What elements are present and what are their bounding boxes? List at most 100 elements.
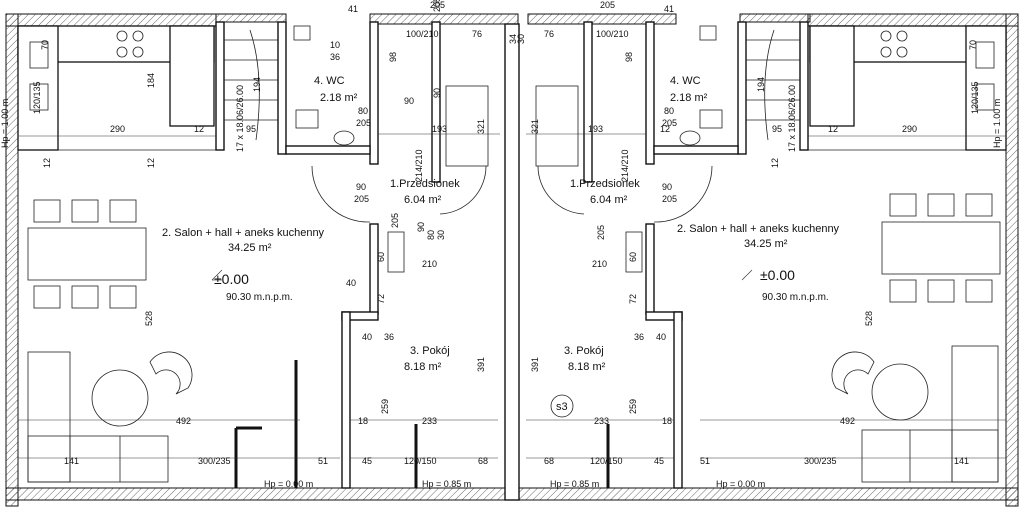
dim-41-right: 41 (664, 4, 674, 14)
stairs-left: 17 x 18.06/26.00 (235, 85, 245, 152)
dim-30-center: 30 (516, 34, 526, 44)
dim-194-right: 194 (756, 77, 766, 92)
dim-90b-left: 90 (432, 88, 442, 98)
dim-90c-left: 90 (404, 96, 414, 106)
dim-12c-left: 12 (146, 158, 156, 168)
room1-name-left: 1.Przedsionek (390, 178, 460, 190)
dim-321-left: 321 (476, 119, 486, 134)
dim-70-left: 70 (40, 40, 50, 50)
hp-main-left: Hp = 0.00 m (264, 479, 313, 489)
dim-210-left: 210 (422, 259, 437, 269)
room4-name-right: 4. WC (670, 75, 701, 87)
dim-233-left: 233 (422, 416, 437, 426)
room1-area-left: 6.04 m² (404, 194, 442, 206)
dim-100-left: 100/210 (406, 29, 439, 39)
dim-95-right: 95 (772, 124, 782, 134)
dim-214-left: 214/210 (414, 149, 424, 182)
dim-205b-right: 205 (662, 194, 677, 204)
dim-36-left: 36 (384, 332, 394, 342)
room4-name-left: 4. WC (314, 75, 345, 87)
dim-321-right: 321 (530, 119, 540, 134)
dim-290-right: 290 (902, 124, 917, 134)
room1-name-right: 1.Przedsionek (570, 178, 640, 190)
dim-300-right: 300/235 (804, 456, 837, 466)
dim-30-left: 30 (436, 230, 446, 240)
dim-120-right: 120/150 (590, 456, 623, 466)
dim-51-left: 51 (318, 456, 328, 466)
dim-193-left: 193 (432, 124, 447, 134)
dim-80b-left: 80 (358, 106, 368, 116)
room2-name-right: 2. Salon + hall + aneks kuchenny (677, 223, 840, 235)
hp-side-left: Hp = 1.00 m (0, 99, 10, 148)
s3-marker: s3 (556, 401, 568, 413)
room3-name-left: 3. Pokój (410, 345, 450, 357)
dim-76-right: 76 (544, 29, 554, 39)
dim-68-left: 68 (478, 456, 488, 466)
dim-72a-left: 72 (376, 294, 386, 304)
dim-391-right: 391 (530, 357, 540, 372)
dim-210-right: 210 (592, 259, 607, 269)
room2-name-left: 2. Salon + hall + aneks kuchenny (162, 227, 325, 239)
dim-194-left: 194 (252, 77, 262, 92)
dim-528-right: 528 (864, 311, 874, 326)
dim-40b-left: 40 (346, 278, 356, 288)
dim-36b-left: 36 (330, 52, 340, 62)
dim-12c-right: 12 (770, 158, 780, 168)
dim-45-left: 45 (362, 456, 372, 466)
hp-side-right: Hp = 1.00 m (992, 99, 1002, 148)
elevation-left: 90.30 m.n.p.m. (226, 292, 293, 303)
dim-18-right: 18 (662, 416, 672, 426)
dim-68-right: 68 (544, 456, 554, 466)
dim-90a-left: 90 (356, 182, 366, 192)
left-unit-labels: 1.Przedsionek 6.04 m² 2. Salon + hall + … (0, 0, 488, 489)
dim-12a-left: 12 (194, 124, 204, 134)
dim-60-right: 60 (628, 252, 638, 262)
room3-area-right: 8.18 m² (568, 361, 606, 373)
level-left: ±0.00 (214, 271, 249, 287)
dim-80-right: 80 (664, 106, 674, 116)
dim-259-left: 259 (380, 399, 390, 414)
dim-205c-left: 205 (432, 0, 442, 12)
hp-room-left: Hp = 0.85 m (422, 479, 471, 489)
level-right: ±0.00 (760, 267, 795, 283)
dim-205-center-b: 205 (600, 0, 615, 10)
dim-205a-left: 205 (354, 194, 369, 204)
dimension-lines (18, 133, 1006, 459)
dim-12b-right: 12 (828, 124, 838, 134)
dim-193-right: 193 (588, 124, 603, 134)
room1-area-right: 6.04 m² (590, 194, 628, 206)
dim-205-right: 205 (662, 118, 677, 128)
dim-300-left: 300/235 (198, 456, 231, 466)
dim-233-right: 233 (594, 416, 609, 426)
dim-290-left: 290 (110, 124, 125, 134)
dim-90-right: 90 (662, 182, 672, 192)
dim-72-right: 72 (628, 294, 638, 304)
dim-120b-left: 120/135 (32, 81, 42, 114)
dim-141-right: 141 (954, 456, 969, 466)
right-interior-walls (535, 21, 1007, 489)
hp-main-right: Hp = 0.00 m (716, 479, 765, 489)
dim-90d-left: 90 (416, 222, 426, 232)
dim-80a-left: 80 (426, 230, 436, 240)
dim-205c-right: 205 (596, 225, 606, 240)
dim-98-left: 98 (388, 52, 398, 62)
dim-100-right: 100/210 (596, 29, 629, 39)
center-labels: 205 205 34 30 (430, 0, 615, 44)
dim-492-right: 492 (840, 416, 855, 426)
room4-area-left: 2.18 m² (320, 92, 358, 104)
dim-51-right: 51 (700, 456, 710, 466)
dim-34-center: 34 (508, 34, 518, 44)
room3-name-right: 3. Pokój (564, 345, 604, 357)
dim-184-left: 184 (146, 73, 156, 88)
dim-36-right: 36 (634, 332, 644, 342)
dim-528-left: 528 (144, 311, 154, 326)
room4-area-right: 2.18 m² (670, 92, 708, 104)
dim-12b-left: 12 (42, 158, 52, 168)
room2-area-left: 34.25 m² (228, 242, 272, 254)
dim-95-left: 95 (246, 124, 256, 134)
dim-205-center-a: 205 (430, 0, 445, 10)
dim-391-left: 391 (476, 357, 486, 372)
hp-room-right: Hp = 0.85 m (550, 479, 599, 489)
dim-214-right: 214/210 (620, 149, 630, 182)
